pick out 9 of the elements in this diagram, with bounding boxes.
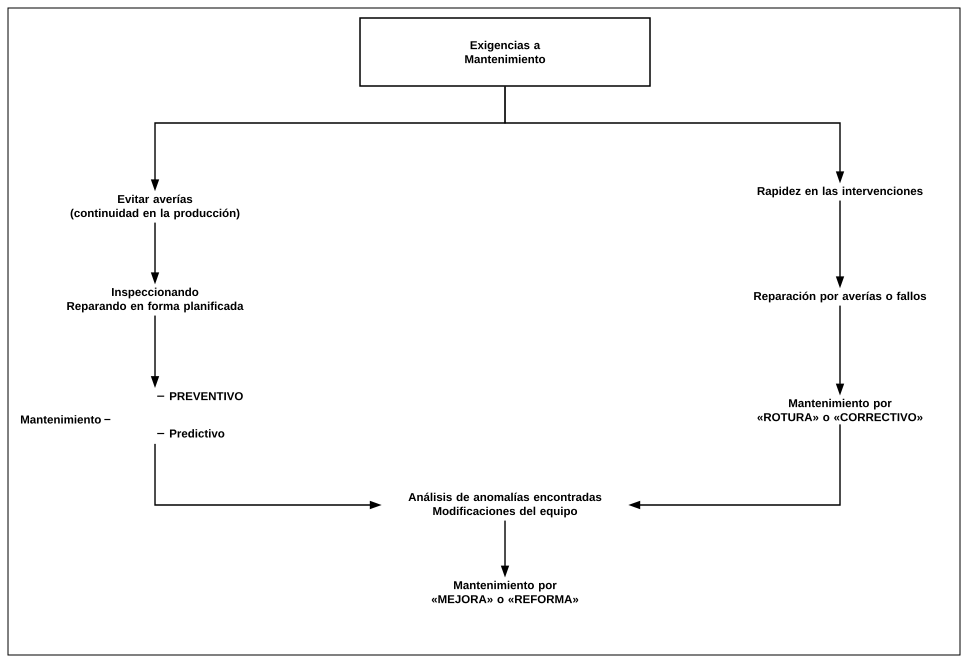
step-text: Rapidez en las intervenciones <box>758 186 923 198</box>
step-text: Reparación por averías o fallos <box>754 292 926 302</box>
step-text: Inspeccionando Reparando en forma planificada <box>67 288 244 312</box>
title-box: Exigencias a Mantenimiento <box>359 17 651 87</box>
step-text: Evitar averías (continuidad en la producción) <box>70 194 240 220</box>
step-text: Análisis de anomalías encontradas Modificaciones del equipo <box>408 492 602 518</box>
list-label: PREVENTIVO Mantenimiento Predictivo <box>20 392 243 438</box>
step-text: Mantenimiento por «MEJORA» o «REFORMA» <box>432 580 578 604</box>
step-text: Mantenimiento por «ROTURA» o «CORRECTIVO» <box>757 398 923 422</box>
